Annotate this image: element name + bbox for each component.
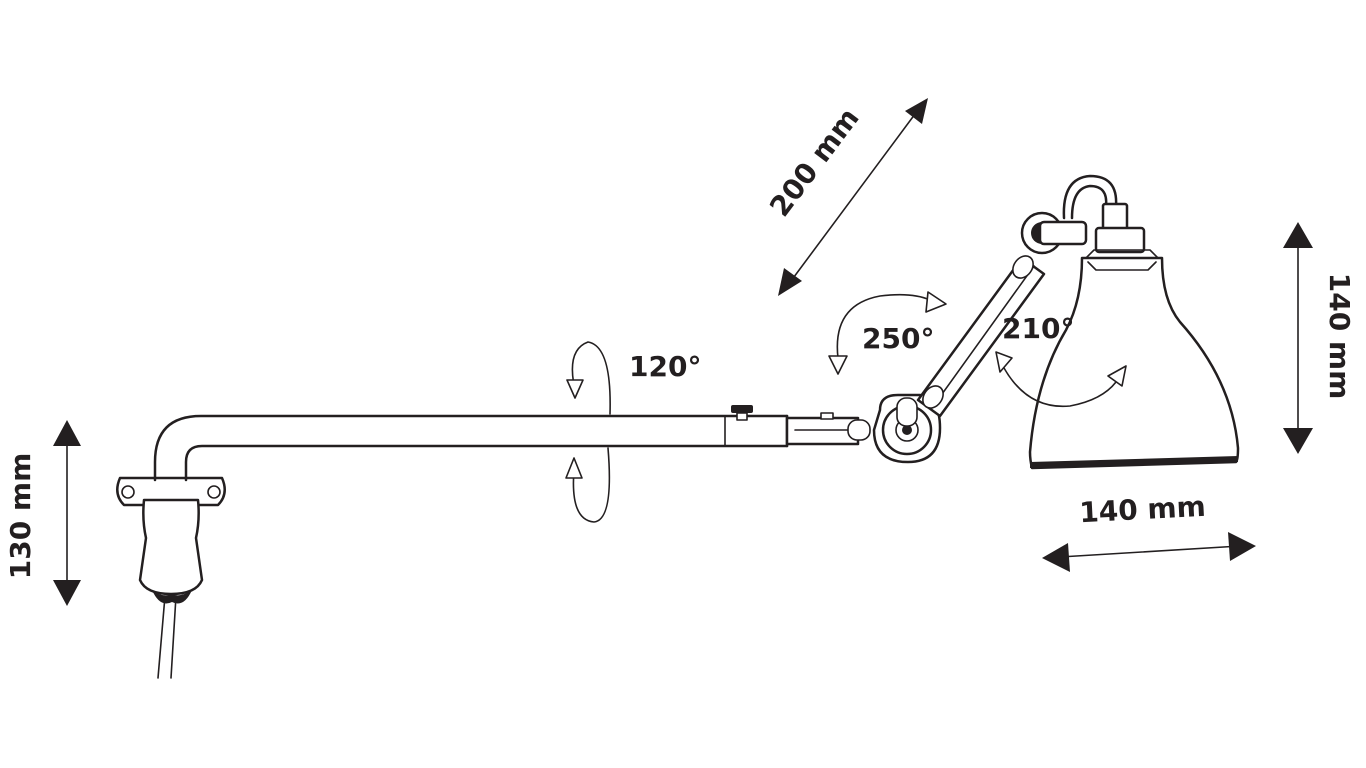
shade-rotation-label: 210° bbox=[1002, 312, 1074, 345]
shade-height-dimension bbox=[1283, 222, 1313, 454]
diagonal-arm bbox=[916, 255, 1046, 418]
power-cable bbox=[157, 595, 177, 679]
shade-rotation-arrow bbox=[995, 351, 1127, 408]
shade-diameter-dimension bbox=[1042, 532, 1256, 572]
lamp-shade bbox=[1028, 202, 1240, 470]
mount-height-label: 130 mm bbox=[4, 453, 37, 580]
arm-rotation-arrow bbox=[565, 341, 611, 523]
shade-joint bbox=[1020, 174, 1118, 255]
horizontal-arm bbox=[153, 405, 871, 482]
mount-height-dimension bbox=[53, 420, 81, 606]
arm-length-dimension bbox=[778, 98, 928, 296]
wall-bracket bbox=[116, 476, 226, 604]
elbow-rotation-label: 250° bbox=[862, 322, 934, 355]
shade-diameter-label: 140 mm bbox=[1078, 490, 1206, 530]
elbow-rotation-arrow bbox=[828, 291, 947, 375]
elbow-joint bbox=[872, 393, 942, 464]
shade-height-label: 140 mm bbox=[1323, 273, 1356, 400]
arm-rotation-label: 120° bbox=[629, 350, 701, 383]
arm-length-label: 200 mm bbox=[763, 102, 866, 223]
